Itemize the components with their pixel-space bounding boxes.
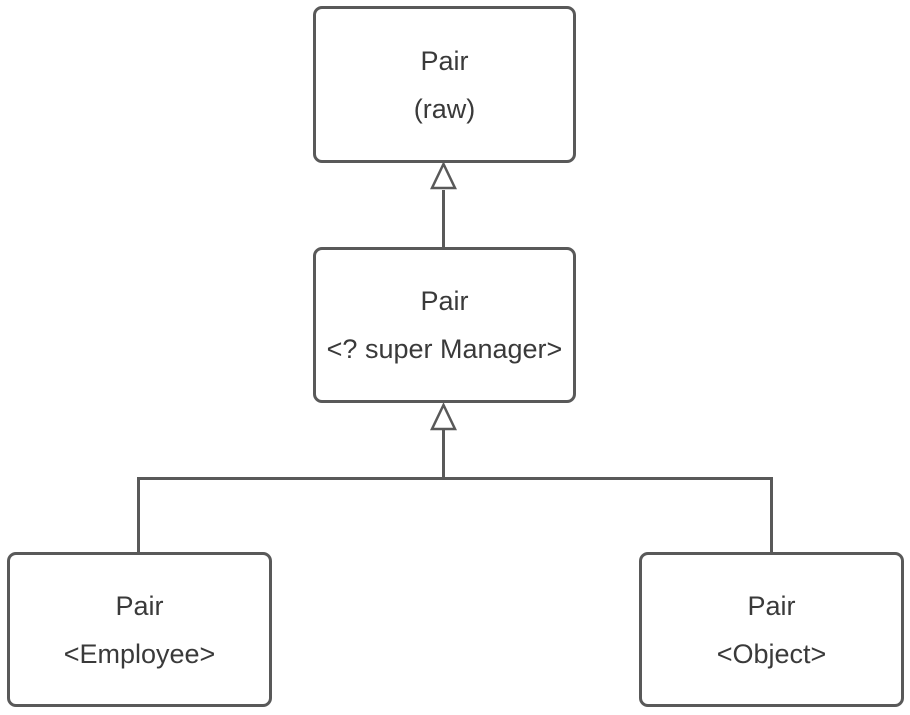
node-subtitle: (raw) — [413, 93, 476, 124]
generalization-arrowhead-icon — [430, 402, 457, 431]
node-pair-super-manager: Pair <? super Manager> — [313, 247, 576, 403]
node-subtitle: <Object> — [716, 638, 827, 669]
edge-children-elbow — [137, 477, 773, 552]
node-pair-raw: Pair (raw) — [313, 6, 576, 163]
generalization-arrowhead-icon — [430, 161, 457, 190]
node-title: Pair — [420, 286, 469, 316]
node-title: Pair — [420, 45, 469, 76]
node-title: Pair — [747, 590, 796, 621]
node-subtitle: <Employee> — [63, 638, 216, 669]
node-pair-object: Pair <Object> — [639, 552, 904, 707]
node-pair-employee: Pair <Employee> — [7, 552, 272, 707]
node-title: Pair — [115, 590, 164, 621]
node-subtitle: <? super Manager> — [326, 334, 563, 364]
